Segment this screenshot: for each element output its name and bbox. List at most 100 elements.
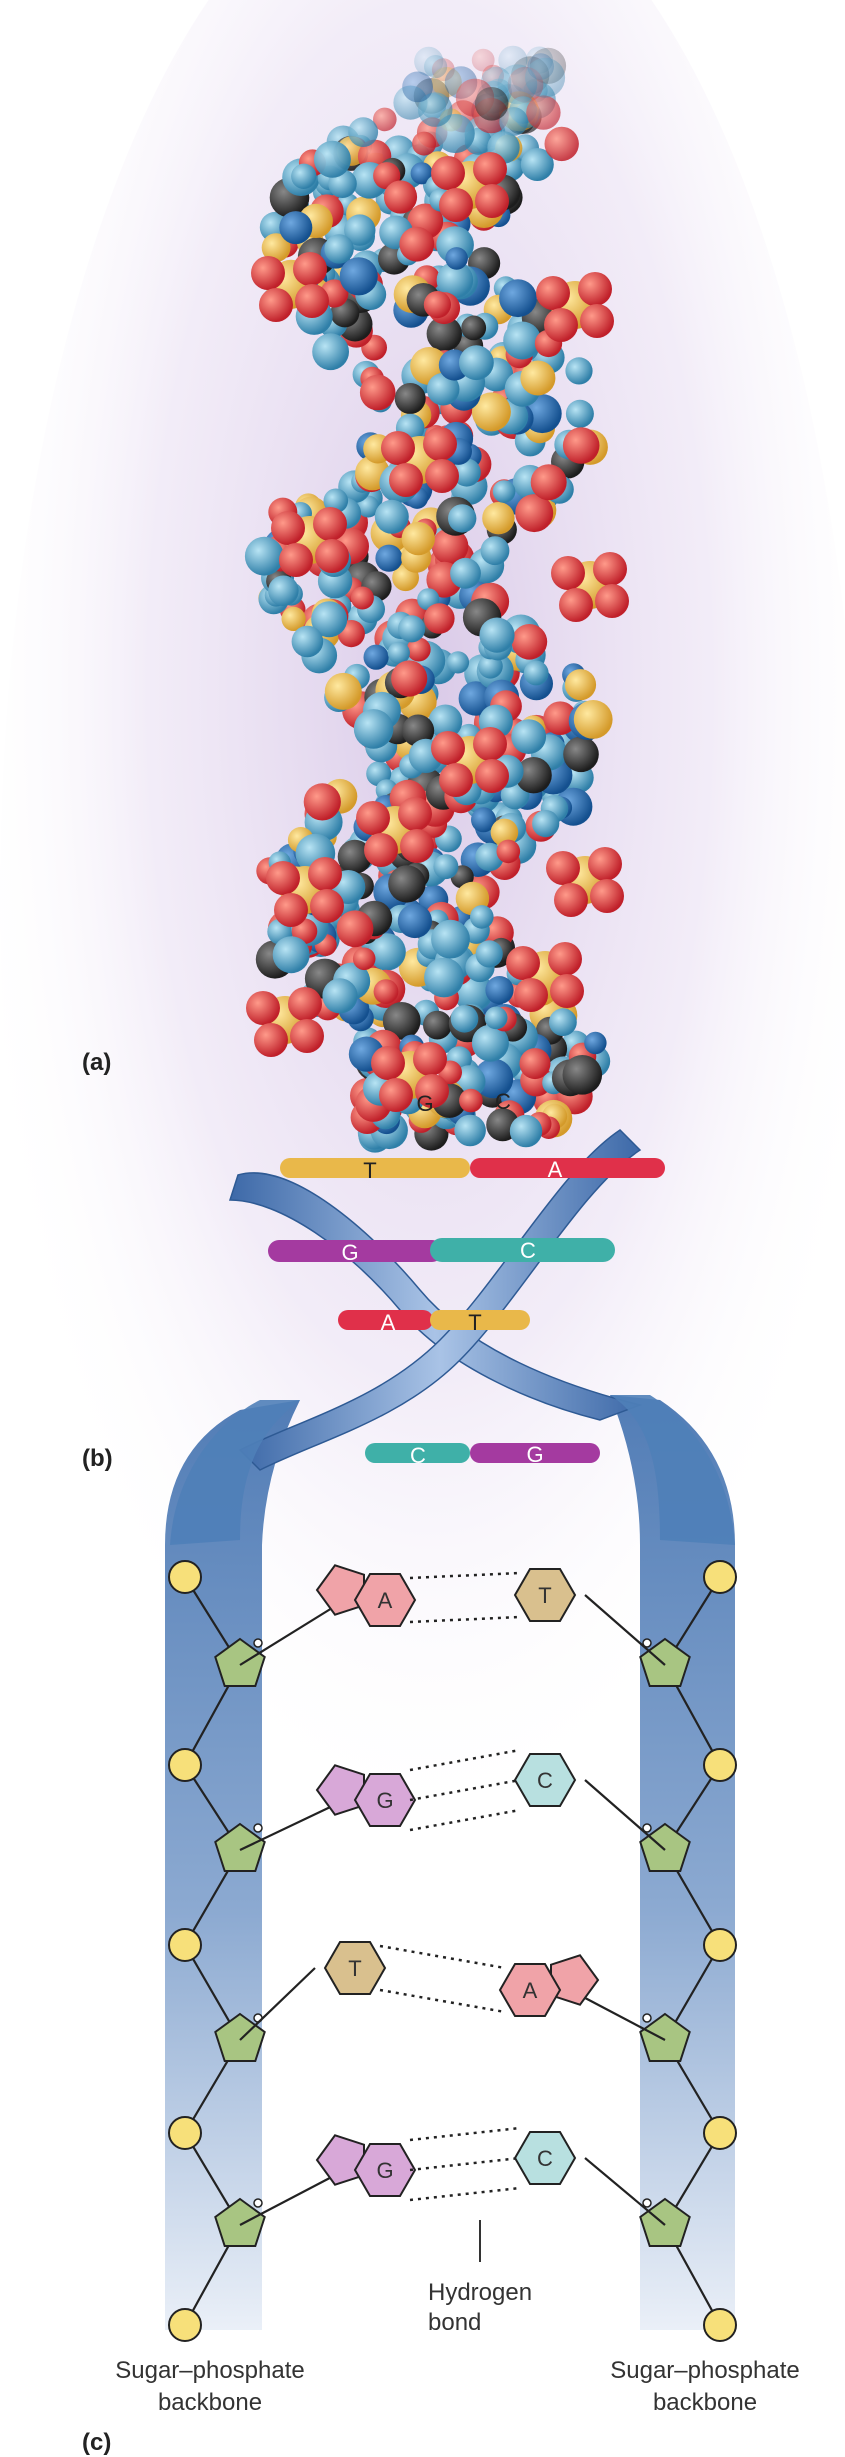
atom: [511, 719, 547, 754]
atom: [359, 374, 396, 411]
base-ring: [353, 2143, 417, 2197]
atom: [281, 606, 306, 632]
atom: [480, 536, 510, 566]
panel-label-c: (c): [82, 2429, 111, 2456]
atom: [431, 919, 470, 959]
right-backbone-label-2: backbone: [653, 2389, 757, 2416]
atom: [313, 140, 351, 178]
panel-label-a: (a): [82, 1049, 111, 1076]
hydrogen-bond-label-2: bond: [428, 2309, 481, 2336]
atom: [511, 624, 548, 660]
atom: [373, 979, 399, 1004]
base-ring: [323, 1941, 387, 1995]
hydrogen-bond: [409, 2186, 521, 2202]
panel-label-b: (b): [82, 1445, 113, 1472]
atom: [348, 117, 379, 147]
atom: [471, 1024, 509, 1062]
helix-rung-4: C G: [365, 1442, 600, 1468]
atom: [352, 947, 376, 971]
atom: [503, 321, 542, 360]
atom: [353, 709, 394, 749]
atom: [417, 92, 453, 127]
atom: [368, 933, 406, 971]
base-letter: C: [537, 2146, 553, 2171]
sugar-oxygen: [642, 2013, 652, 2023]
atom: [426, 372, 460, 406]
atom: [279, 211, 313, 245]
phosphate-cluster: [546, 847, 624, 917]
atom: [471, 807, 496, 833]
atom: [374, 499, 409, 534]
atom: [520, 360, 556, 396]
atom: [458, 681, 493, 716]
atom: [428, 704, 463, 739]
left-backbone-label-2: backbone: [158, 2389, 262, 2416]
sugar-oxygen: [253, 1823, 263, 1833]
atom: [391, 660, 428, 697]
atom: [482, 502, 515, 535]
base-letter: A: [523, 1978, 538, 2003]
phosphate: [703, 1560, 737, 1594]
helix-base: A: [381, 1310, 396, 1335]
base-pair: GC: [239, 1748, 666, 1851]
atom: [261, 233, 291, 262]
phosphate-cluster: [266, 857, 344, 927]
helix-base: G: [341, 1240, 358, 1265]
atom: [399, 226, 435, 262]
atom: [525, 57, 566, 98]
atom: [323, 488, 349, 514]
helix-rung-2: G C: [268, 1238, 615, 1265]
space-filling-model: [244, 45, 629, 1153]
atom: [412, 131, 437, 156]
atom: [544, 126, 579, 162]
atom: [562, 427, 600, 464]
helix-rung-1: T A: [280, 1157, 665, 1183]
atom: [344, 214, 376, 246]
atom: [499, 279, 537, 318]
base-ring: [513, 1568, 577, 1622]
atom: [291, 625, 324, 658]
helix-base: T: [468, 1310, 481, 1335]
atom: [336, 910, 374, 948]
phosphate: [168, 2116, 202, 2150]
helix-base: G: [526, 1442, 543, 1467]
atom: [363, 644, 389, 670]
base-ring: [550, 1954, 600, 2006]
helix-base: C: [410, 1443, 426, 1468]
hydrogen-bond: [409, 1778, 521, 1802]
phosphate: [703, 2116, 737, 2150]
phosphate: [168, 1748, 202, 1782]
atom: [515, 494, 554, 533]
atom: [397, 903, 432, 939]
hydrogen-bond: [409, 1808, 521, 1832]
phosphate-cluster: [356, 797, 434, 867]
phosphate: [168, 1560, 202, 1594]
atom: [268, 575, 299, 607]
base-ring: [315, 2134, 365, 2186]
phosphate-cluster: [536, 272, 614, 342]
atom: [402, 71, 433, 103]
base-ring: [498, 1963, 562, 2017]
atom: [394, 383, 426, 414]
phosphate-cluster: [431, 727, 509, 797]
left-backbone-label-1: Sugar–phosphate: [115, 2357, 305, 2384]
atom: [562, 1055, 603, 1095]
atom: [459, 345, 494, 381]
atom: [424, 603, 455, 634]
helix-base: C: [520, 1238, 536, 1263]
atom: [324, 672, 362, 710]
atom: [520, 148, 554, 181]
atom: [322, 978, 358, 1014]
atom: [519, 1048, 551, 1080]
hydrogen-bond: [409, 1571, 521, 1580]
phosphate-cluster: [271, 507, 349, 577]
atom: [350, 586, 374, 610]
atom: [532, 810, 560, 838]
phosphate: [168, 2308, 202, 2342]
atom: [337, 839, 372, 874]
atom: [470, 905, 494, 929]
phosphate-cluster: [551, 552, 629, 622]
atom: [383, 180, 418, 214]
